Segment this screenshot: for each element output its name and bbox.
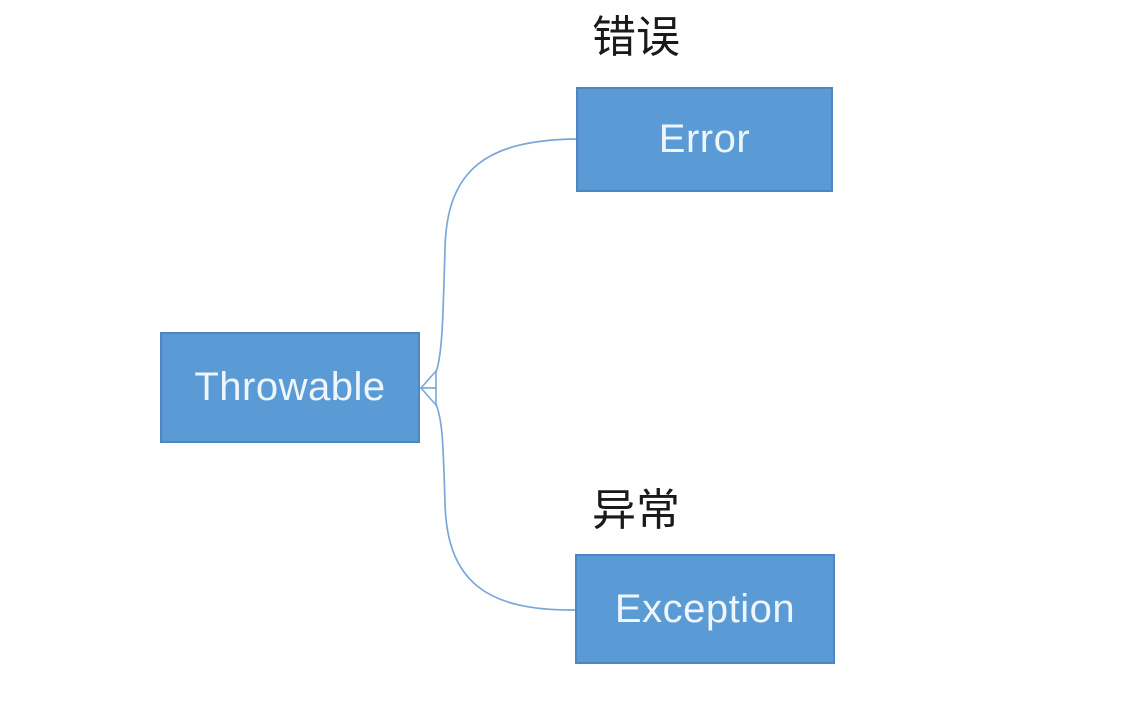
- node-exception: Exception: [575, 554, 835, 664]
- inheritance-arrowhead-bottom: [419, 387, 437, 408]
- node-error-label: Error: [658, 117, 751, 161]
- node-throwable-label: Throwable: [194, 365, 386, 409]
- node-exception-label: Exception: [614, 586, 796, 631]
- label-error-cn: 错误: [592, 13, 680, 62]
- inheritance-arrowhead-top: [419, 368, 437, 389]
- node-throwable: Throwable: [160, 332, 420, 443]
- connector-exception-to-throwable: [435, 403, 577, 611]
- label-exception-cn: 异常: [592, 486, 680, 535]
- connector-error-to-throwable: [435, 138, 578, 373]
- node-error: Error: [576, 87, 833, 192]
